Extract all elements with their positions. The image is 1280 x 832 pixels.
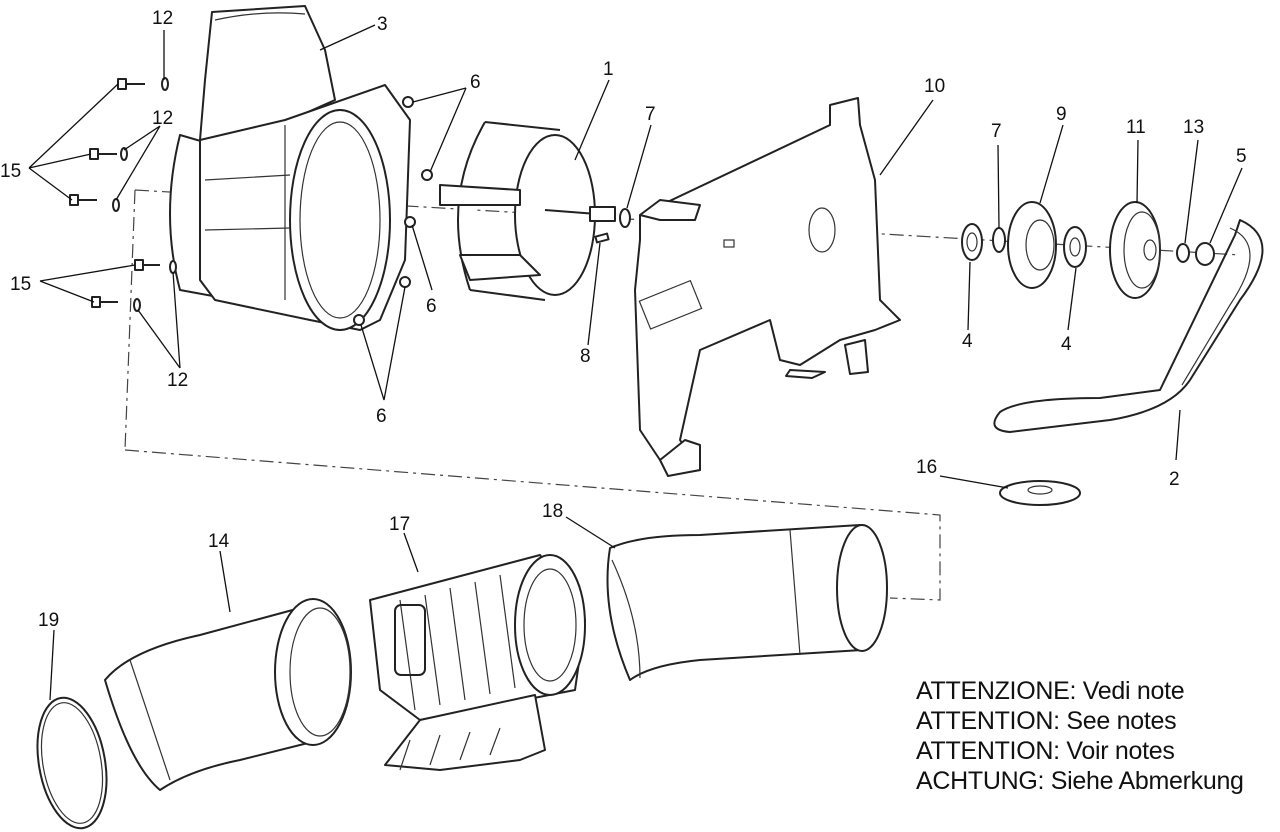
callout-15-top: 15 [0,161,21,182]
callout-11: 11 [1126,117,1146,138]
callout-15-bottom: 15 [10,274,31,295]
bearing-4-left [961,223,983,261]
callout-4-left: 4 [962,331,973,352]
washers-12 [112,77,177,312]
mounting-plate [634,97,901,477]
callout-19: 19 [38,610,59,631]
bearing-4-right [1063,226,1087,268]
outlet-tube-18 [606,524,888,681]
callout-3: 3 [377,14,388,35]
blower-housing [169,5,411,331]
pulley-11 [1109,201,1161,299]
callout-6-middle: 6 [426,296,437,317]
bearing-7 [992,227,1006,253]
screws-15 [69,78,160,308]
nut-5 [1195,242,1215,266]
note-french: ATTENTION: Voir notes [916,737,1175,765]
note-german: ACHTUNG: Siehe Abmerkung [916,767,1244,795]
warning-notes: ATTENZIONE: Vedi note ATTENTION: See not… [916,676,1244,796]
callout-12-top: 12 [152,8,173,29]
callout-4-right: 4 [1061,334,1072,355]
callout-17: 17 [389,514,410,535]
callout-12-mid: 12 [152,108,173,129]
callout-1: 1 [603,59,614,80]
ribbed-coupler-17 [369,554,586,771]
disc-16 [999,480,1081,506]
callout-2: 2 [1169,469,1180,490]
note-italian: ATTENZIONE: Vedi note [916,677,1185,705]
callout-13: 13 [1183,117,1204,138]
note-english: ATTENTION: See notes [916,707,1177,735]
v-belt [993,219,1264,433]
bent-tube-14 [104,598,352,791]
callout-7-left: 7 [645,104,656,125]
callout-6-bottom: 6 [376,406,387,427]
callout-6-top: 6 [470,72,481,93]
clamp-ring-19 [36,696,108,830]
nuts-6 [353,96,433,326]
callout-14: 14 [208,531,230,552]
washer-7-shaft [619,208,631,228]
callout-5: 5 [1236,146,1247,167]
callout-16: 16 [916,457,937,478]
callout-12-bottom: 12 [167,370,188,391]
leader-lines [28,24,1243,701]
callout-labels: 12 3 12 15 15 12 6 6 6 1 7 8 10 7 9 11 1… [0,8,1247,631]
key-8 [594,232,610,244]
callout-8: 8 [580,346,591,367]
fan-impeller [439,121,616,301]
washer-13 [1176,243,1190,263]
callout-9: 9 [1056,104,1067,125]
hub-flange-9 [1007,201,1057,289]
callout-18: 18 [542,501,563,522]
callout-10: 10 [924,76,945,97]
callout-7-right: 7 [991,121,1002,142]
